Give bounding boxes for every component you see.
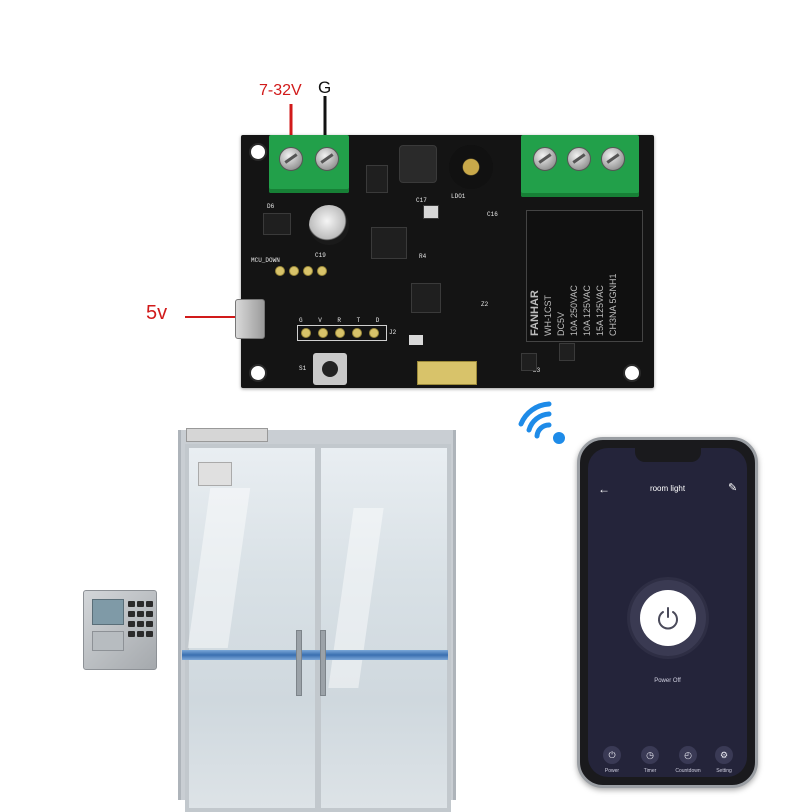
inductor: [399, 145, 437, 183]
nav-label: Timer: [643, 768, 657, 774]
door-leaf-right: [317, 444, 451, 812]
relay-module-pcb: FANHAR WH-1CST DC5V 10A 250VAC 10A 125VA…: [235, 135, 654, 388]
door-handle: [320, 630, 326, 696]
push-button-s1: [313, 353, 347, 385]
electric-lock: [186, 428, 268, 442]
door-stripe: [182, 650, 448, 660]
power-status: Power Off: [654, 678, 681, 684]
nav-setting[interactable]: ⚙ Setting: [708, 746, 740, 774]
power-toggle-ring: [630, 580, 706, 656]
relay-brand: FANHAR: [529, 290, 541, 336]
header-pin: [275, 266, 285, 276]
silk-pin-header: G V R T D: [299, 317, 386, 324]
terminal-screw: [533, 147, 557, 171]
ldo-chip: [423, 205, 439, 219]
relay-coil: DC5V: [556, 311, 566, 336]
mounting-hole: [623, 364, 641, 382]
wifi-mcu-chip: [411, 283, 441, 313]
terminal-screw: [601, 147, 625, 171]
terminal-screw: [315, 147, 339, 171]
transistor: [521, 353, 537, 371]
silk-c16: C16: [487, 211, 498, 218]
ground-label: G: [318, 78, 332, 97]
voltage-label: 7-32V: [259, 82, 302, 99]
edit-icon[interactable]: ✎: [728, 482, 738, 494]
power-icon: ⏻: [608, 750, 616, 760]
relay-rating: 15A 125VAC: [595, 285, 605, 336]
device-title: room light: [649, 484, 686, 493]
back-arrow-icon[interactable]: ←: [598, 482, 610, 496]
nav-countdown[interactable]: ◴ Countdown: [672, 746, 704, 774]
header-pin: [317, 266, 327, 276]
silk-s1: S1: [299, 365, 307, 372]
led: [409, 335, 423, 345]
relay-rating: CH3NA 5GNH1: [608, 273, 618, 336]
electrolytic-capacitor: [309, 205, 349, 245]
wifi-icon: [518, 401, 565, 444]
silk-c19: C19: [315, 252, 326, 259]
transistor: [559, 343, 575, 361]
relay-rating: 10A 250VAC: [569, 285, 579, 336]
header-pin: [303, 266, 313, 276]
power-toggle-button[interactable]: [640, 590, 696, 646]
smartphone: ← room light ✎ Power Off ⏻ Power ◷ Timer…: [577, 437, 758, 788]
mounting-hole: [249, 143, 267, 161]
terminal-screw: [279, 147, 303, 171]
header-pin: [289, 266, 299, 276]
power-input-terminal: [269, 135, 349, 193]
nav-label: Countdown: [675, 768, 701, 774]
silk-z2: Z2: [481, 301, 489, 308]
relay-output-terminal: [521, 135, 639, 197]
door-handle: [296, 630, 302, 696]
silk-mcu-down: MCU_DOWN: [251, 257, 280, 264]
silk-r4: R4: [419, 253, 427, 260]
timer-icon: ◷: [646, 750, 654, 760]
pcb-antenna: [417, 361, 477, 385]
keypad-screen: [92, 599, 124, 625]
nav-label: Power: [604, 768, 620, 774]
micro-usb-port: [235, 299, 265, 339]
relay: FANHAR WH-1CST DC5V 10A 250VAC 10A 125VA…: [526, 210, 643, 342]
nav-timer[interactable]: ◷ Timer: [634, 746, 666, 774]
access-keypad: [83, 590, 157, 670]
electrolytic-capacitor: [449, 145, 493, 189]
uart-header: [297, 325, 387, 341]
relay-rating: 10A 125VAC: [582, 285, 592, 336]
usb-input-label: 5v: [146, 302, 168, 324]
mounting-hole: [249, 364, 267, 382]
silk-d6: D6: [267, 203, 275, 210]
nav-label: Setting: [716, 768, 732, 774]
countdown-icon: ◴: [684, 750, 692, 760]
setting-icon: ⚙: [719, 750, 729, 760]
phone-screen: ← room light ✎ Power Off ⏻ Power ◷ Timer…: [588, 448, 747, 777]
silk-ldo1: LDO1: [451, 193, 466, 200]
terminal-screw: [567, 147, 591, 171]
driver-chip: [371, 227, 407, 259]
voltage-regulator-chip: [366, 165, 388, 193]
relay-model: WH-1CST: [543, 295, 553, 336]
nav-power[interactable]: ⏻ Power: [596, 746, 628, 774]
power-icon: [658, 607, 678, 630]
glass-door: [178, 430, 456, 812]
silk-j2: J2: [389, 329, 397, 336]
silk-c17: C17: [416, 197, 427, 204]
diode-package: [263, 213, 291, 235]
door-leaf-left: [185, 444, 319, 812]
phone-notch: [635, 448, 701, 462]
lock-bracket: [198, 462, 232, 486]
